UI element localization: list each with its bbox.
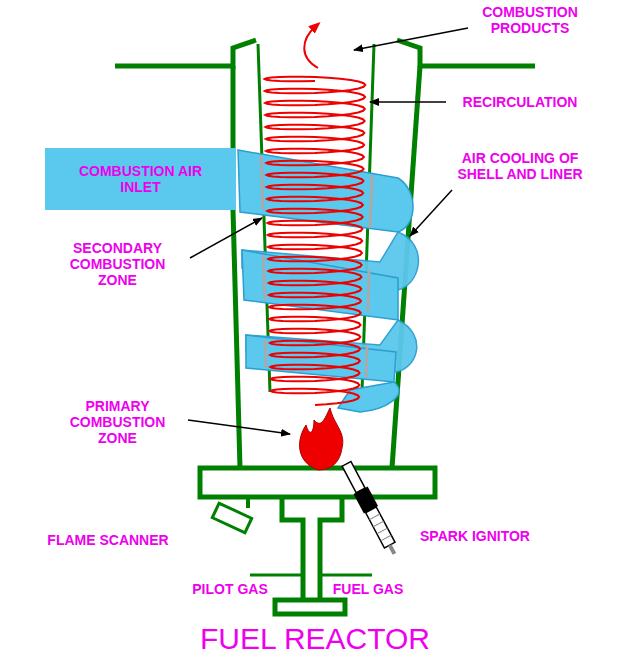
part-label: COMBUSTION PRODUCTS [455, 4, 605, 36]
spark-ignitor-symbol [339, 460, 401, 558]
diagram-title: FUEL REACTOR [0, 622, 630, 656]
flame-scanner-symbol [212, 497, 251, 533]
leader-lines [188, 28, 468, 434]
part-label: PILOT GAS [180, 581, 280, 597]
coil-stroke [265, 77, 366, 405]
reactor-shell [115, 40, 535, 614]
part-label: SPARK IGNITOR [405, 528, 545, 544]
recirculation-coil [265, 77, 366, 405]
products-arrow [304, 26, 318, 68]
part-label: RECIRCULATION [450, 94, 590, 110]
air-inlet-duct: COMBUSTION AIR INLET [45, 148, 236, 210]
part-label: FLAME SCANNER [28, 532, 188, 548]
part-label: PRIMARY COMBUSTION ZONE [50, 398, 185, 446]
part-label: FUEL GAS [318, 581, 418, 597]
part-label: AIR COOLING OF SHELL AND LINER [445, 150, 595, 182]
inlet-label: COMBUSTION AIR INLET [66, 163, 216, 195]
primary-flame [300, 408, 343, 470]
part-label: SECONDARY COMBUSTION ZONE [50, 240, 185, 288]
